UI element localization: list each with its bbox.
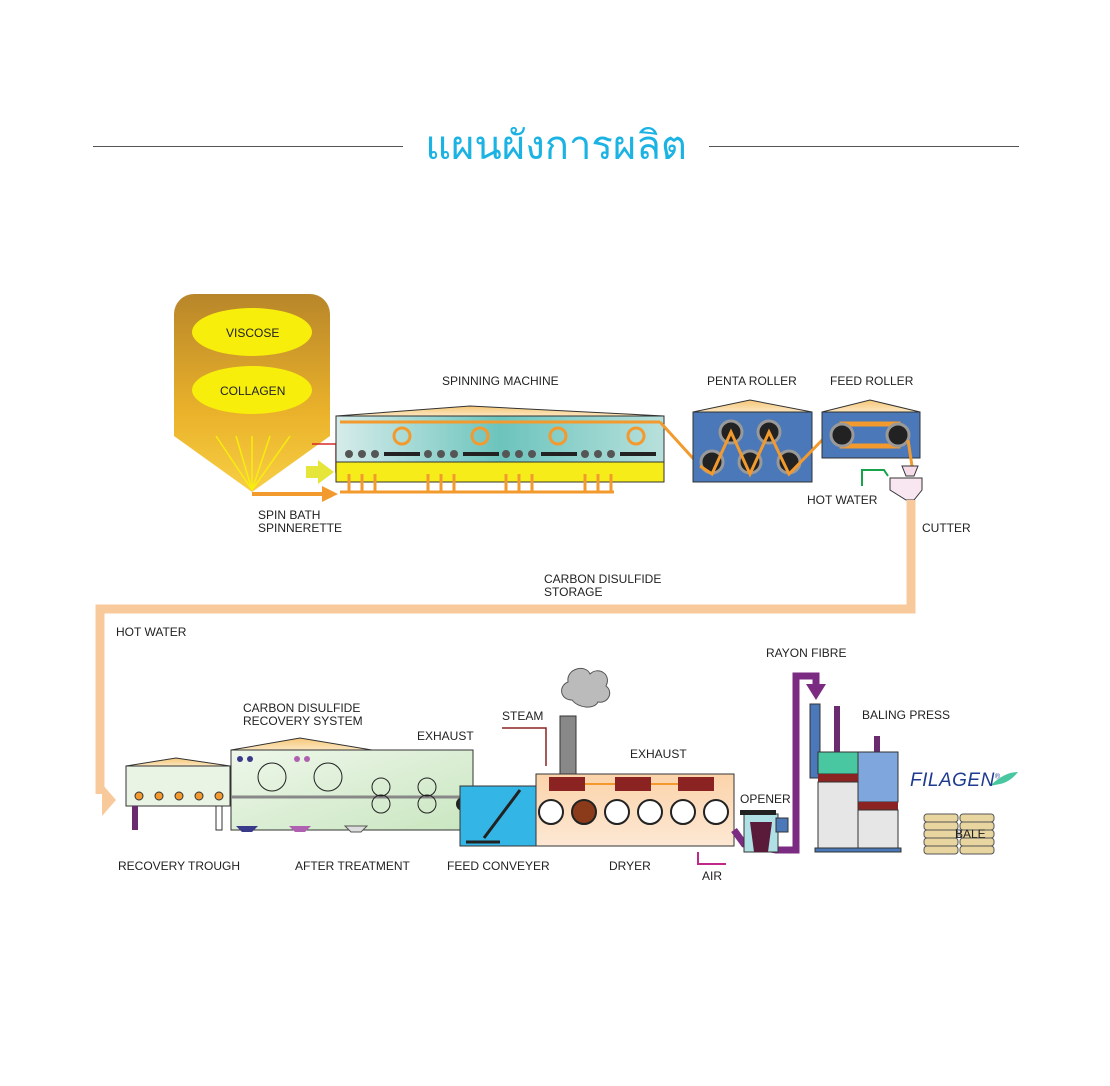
dryer — [535, 667, 735, 847]
pipe-arrow — [102, 784, 116, 816]
opener-label: OPENER — [740, 792, 791, 806]
cs2-storage-label-2: STORAGE — [544, 585, 603, 599]
yellow-arrow — [306, 460, 334, 484]
fibre-pipe — [95, 500, 916, 794]
baling-press-label: BALING PRESS — [862, 708, 951, 722]
cs2-recovery-label-1: CARBON DISULFIDE — [243, 701, 361, 715]
page-title: แผนผังการผลิต — [93, 118, 1019, 174]
recovery-trough-label: RECOVERY TROUGH — [118, 859, 241, 873]
rayon-fibre-label: RAYON FIBRE — [766, 646, 847, 660]
smoke-cloud — [561, 667, 611, 708]
registered-mark: ® — [994, 773, 1001, 781]
title-rule-right — [709, 146, 1019, 147]
spin-bath-label: SPIN BATH — [258, 508, 321, 522]
cs2-recovery-label-2: RECOVERY SYSTEM — [243, 714, 363, 728]
baling-press-machine — [809, 703, 902, 853]
chimney — [559, 715, 577, 775]
after-treatment-label: AFTER TREATMENT — [295, 859, 410, 873]
feed-roller-machine — [821, 399, 921, 467]
spinnerette-rays — [215, 435, 291, 491]
title-rule-left — [93, 146, 403, 147]
collagen-label: COLLAGEN — [220, 384, 286, 398]
steam-arrow — [502, 727, 547, 766]
viscose-label: VISCOSE — [226, 326, 280, 340]
collagen-ellipse — [192, 366, 312, 414]
recovery-trough — [125, 757, 231, 831]
penta-roller-label: PENTA ROLLER — [707, 374, 797, 388]
opener-machine — [740, 810, 789, 853]
logo-text: FILAGEN — [910, 770, 995, 791]
feed-roller-label: FEED ROLLER — [830, 374, 914, 388]
dryer-label: DRYER — [609, 859, 651, 873]
cutter-label: CUTTER — [922, 521, 971, 535]
spinnerette-label: SPINNERETTE — [258, 521, 343, 535]
steam-label: STEAM — [502, 709, 544, 723]
filagen-logo: FILAGEN® — [910, 770, 1000, 792]
logo-leaf-icon — [990, 772, 1018, 786]
cs2-storage-label-1: CARBON DISULFIDE — [544, 572, 662, 586]
spinning-machine-label: SPINNING MACHINE — [442, 374, 559, 388]
viscose-ellipse — [192, 308, 312, 356]
dope-tank — [174, 294, 330, 492]
bale-label: BALE — [955, 827, 986, 841]
exhaust-label-1: EXHAUST — [417, 729, 474, 743]
hot-water-label-left: HOT WATER — [116, 625, 187, 639]
spin-bath-arrow — [252, 486, 338, 502]
page-title-text: แผนผังการผลิต — [413, 123, 699, 169]
title-block: แผนผังการผลิต — [93, 118, 1019, 174]
after-treatment-machine — [230, 737, 474, 833]
duct-arrow — [806, 684, 826, 700]
bale — [923, 813, 995, 855]
exhaust-label-2: EXHAUST — [630, 747, 687, 761]
feed-conveyer-label: FEED CONVEYER — [447, 859, 550, 873]
spinning-machine — [335, 405, 665, 494]
air-label: AIR — [702, 869, 723, 883]
feed-conveyer — [459, 785, 537, 847]
penta-roller-machine — [692, 399, 832, 483]
air-arrow — [697, 852, 726, 865]
hot-water-arrow — [861, 469, 889, 486]
cutter — [889, 465, 923, 501]
hot-water-label-top: HOT WATER — [807, 493, 878, 507]
